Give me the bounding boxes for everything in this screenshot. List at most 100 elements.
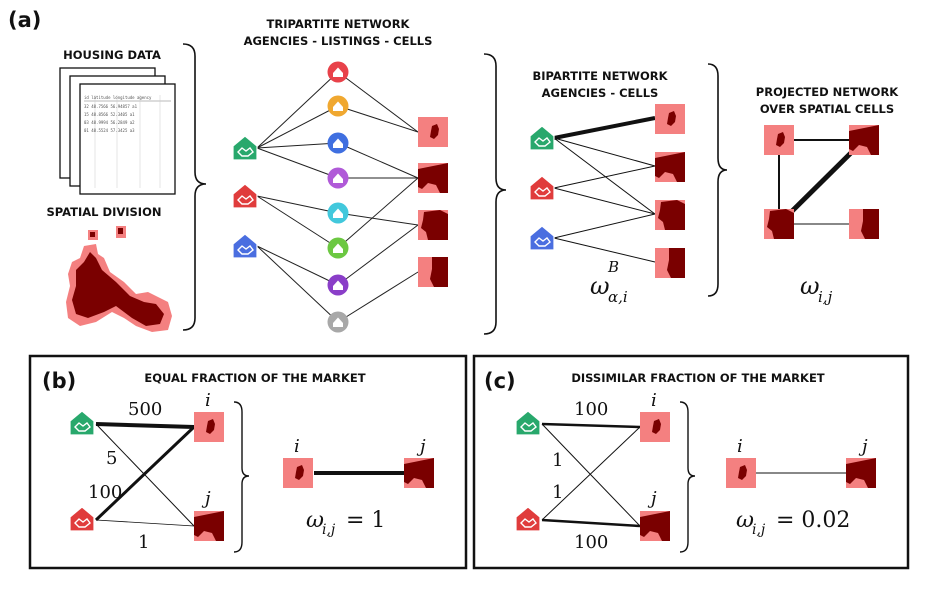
projected-weight-label: ω i,j: [800, 272, 833, 306]
node-label-i: i: [651, 390, 657, 411]
tripartite-title-2: AGENCIES - LISTINGS - CELLS: [244, 34, 433, 48]
node-label-i: i: [294, 436, 300, 457]
agency-icon-green: [515, 410, 541, 436]
agency-icon-red: [69, 506, 95, 532]
node-label-i: i: [737, 436, 743, 457]
edge-label: 1: [552, 450, 563, 471]
brace: [182, 43, 207, 331]
table-line: id latitude longitude agency: [84, 95, 152, 100]
svg-text:i,j: i,j: [322, 522, 336, 538]
panel-b-weight: ω i,j = 1: [306, 508, 385, 538]
tripartite-title-1: TRIPARTITE NETWORK: [267, 17, 411, 31]
brace: [483, 53, 507, 335]
spatial-division-title: SPATIAL DIVISION: [47, 205, 162, 219]
bipartite-title-1: BIPARTITE NETWORK: [532, 69, 668, 83]
panel-b-edges: [94, 422, 196, 527]
cell-tile: [655, 152, 685, 182]
panel-a-label: (a): [8, 8, 41, 32]
agency-icon-red: [515, 506, 541, 532]
listing-icon: [327, 95, 349, 117]
brace: [679, 401, 696, 553]
panel-b-frame: [28, 354, 468, 570]
cell-tile-j: [404, 458, 434, 488]
bipartite-weight-label: ω B α,i: [590, 258, 628, 306]
cell-tile-i: [726, 458, 756, 488]
panel-c: (c) DISSIMILAR FRACTION OF THE MARKET 10…: [472, 354, 910, 570]
svg-text:ω: ω: [590, 272, 610, 300]
cell-tile: [849, 125, 879, 155]
panel-a: (a) HOUSING DATA id latitude longitude a…: [8, 8, 900, 335]
table-line: 03 48.9994 56.2849 a2: [84, 120, 135, 125]
table-line: 15 48.8566 52.3405 a1: [84, 112, 135, 117]
svg-text:ω: ω: [736, 508, 754, 533]
edge-label: 1: [552, 482, 563, 503]
svg-text:i,j: i,j: [818, 288, 833, 306]
listing-icon: [327, 311, 349, 333]
cell-tile-i: [194, 412, 224, 442]
projected-title-1: PROJECTED NETWORK: [756, 85, 900, 99]
brace: [233, 401, 250, 553]
tripartite-edges: [256, 71, 419, 323]
edge-label: 5: [106, 448, 117, 469]
svg-text:ω: ω: [800, 272, 820, 300]
edge-label: 500: [128, 399, 162, 420]
brace: [707, 63, 728, 297]
spatial-division-map: [66, 226, 172, 332]
edge-label: 100: [88, 482, 122, 503]
panel-b: (b) EQUAL FRACTION OF THE MARKET 500 5 1…: [28, 354, 468, 570]
agency-icon-green: [232, 135, 258, 161]
listing-icon: [327, 202, 349, 224]
node-label-j: j: [647, 488, 657, 509]
housing-data-title: HOUSING DATA: [63, 48, 161, 62]
svg-text:= 1: = 1: [346, 508, 385, 533]
table-line: 01 48.5524 57.3425 a3: [84, 128, 135, 133]
cell-tile: [418, 257, 448, 287]
cell-tile: [655, 200, 685, 230]
node-label-j: j: [201, 488, 211, 509]
cell-tile: [655, 248, 685, 278]
agency-icon-red: [529, 175, 555, 201]
cell-tile: [418, 117, 448, 147]
listing-icon: [327, 167, 349, 189]
panel-b-label: (b): [42, 369, 76, 393]
edge-label: 1: [138, 532, 149, 553]
listing-icon: [327, 237, 349, 259]
edge-label: 100: [574, 532, 608, 553]
agency-icon-blue: [232, 233, 258, 259]
cell-tile-j: [640, 511, 670, 541]
cell-tile-i: [640, 412, 670, 442]
svg-text:ω: ω: [306, 508, 324, 533]
bipartite-title-2: AGENCIES - CELLS: [542, 86, 659, 100]
listing-icon: [327, 61, 349, 83]
listing-icon: [327, 274, 349, 296]
cell-tile-j: [194, 511, 224, 541]
panel-c-edges: [541, 422, 641, 528]
panel-c-title: DISSIMILAR FRACTION OF THE MARKET: [571, 371, 824, 385]
agency-icon-green: [529, 125, 555, 151]
panel-b-title: EQUAL FRACTION OF THE MARKET: [144, 371, 365, 385]
cell-tile-i: [283, 458, 313, 488]
node-label-j: j: [416, 436, 426, 457]
edge-label: 100: [574, 399, 608, 420]
cell-tile: [418, 210, 448, 240]
cell-tile: [764, 125, 794, 155]
panel-c-label: (c): [484, 369, 516, 393]
agency-icon-red: [232, 183, 258, 209]
cell-tile: [849, 209, 879, 239]
svg-text:i,j: i,j: [752, 522, 766, 538]
cell-tile-j: [846, 458, 876, 488]
bipartite-edges: [553, 116, 656, 263]
cell-tile: [655, 104, 685, 134]
node-label-j: j: [858, 436, 868, 457]
listing-icon: [327, 132, 349, 154]
cell-tile: [764, 209, 794, 239]
svg-text:α,i: α,i: [608, 288, 628, 306]
node-label-i: i: [205, 390, 211, 411]
svg-text:B: B: [607, 258, 619, 276]
housing-data-stack-icon: id latitude longitude agency 32 48.7566 …: [59, 67, 176, 195]
panel-c-weight: ω i,j = 0.02: [736, 508, 850, 538]
cell-tile: [418, 163, 448, 193]
projected-title-2: OVER SPATIAL CELLS: [760, 102, 894, 116]
agency-icon-blue: [529, 225, 555, 251]
